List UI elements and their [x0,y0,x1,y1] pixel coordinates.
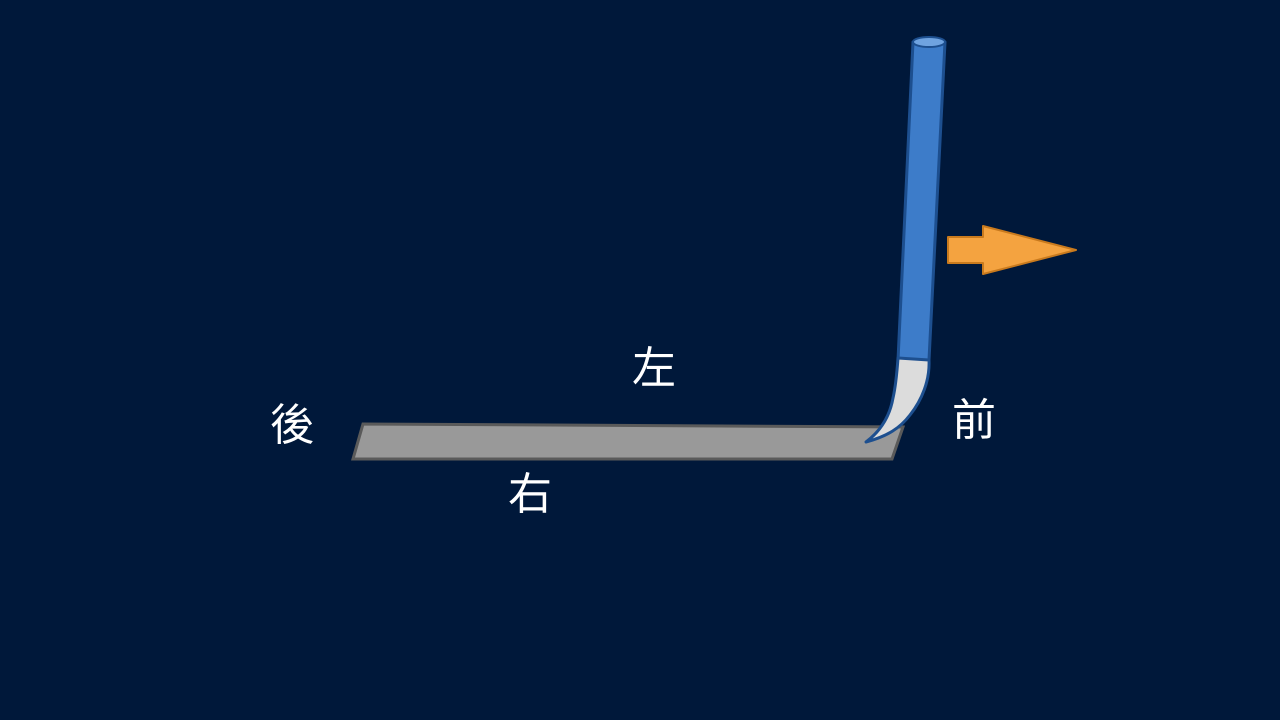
label-right: 右 [508,469,552,520]
brush-handle-top [912,36,946,48]
label-front: 前 [952,395,996,446]
brush-tip [864,356,931,444]
brush-handle [896,40,947,362]
label-left: 左 [632,343,676,394]
arrow-right-icon [947,225,1077,275]
brush-icon [864,36,947,444]
label-back: 後 [270,400,314,451]
paper-strip [351,422,906,461]
